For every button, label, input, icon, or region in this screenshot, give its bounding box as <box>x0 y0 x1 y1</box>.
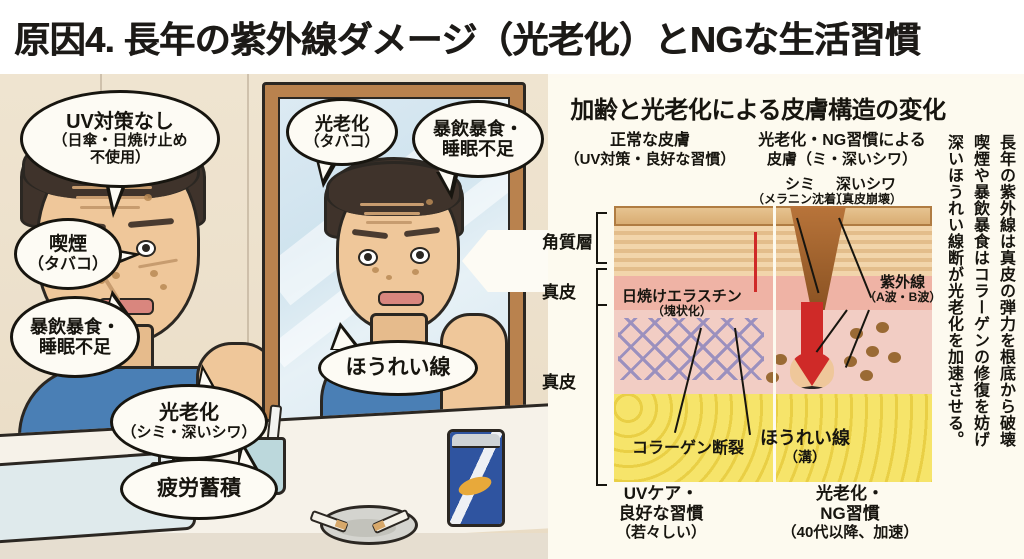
bubble-line: （タバコ） <box>304 132 380 150</box>
bubble-tail-fill <box>333 328 357 349</box>
bubble-line: 睡眠不足 <box>39 337 111 357</box>
info-panel: 加齢と光老化による皮膚構造の変化 正常な皮膚 （UV対策・良好な習慣） 光老化・… <box>542 78 1024 559</box>
column-head-normal-skin: 正常な皮膚 （UV対策・良好な習慣） <box>560 132 740 169</box>
bubble-line: 光老化 <box>315 113 369 134</box>
wall-seam <box>247 74 249 559</box>
side-label-kakushitsu-sou: 角質層 <box>542 233 593 252</box>
bottom-label-line3: （若々しい） <box>615 524 706 542</box>
bubble-line: 光老化 <box>159 402 219 425</box>
bottom-label-line2: NG習慣 <box>820 504 880 524</box>
bubble-line: 暴飲暴食・ <box>30 316 120 337</box>
energy-drink-can <box>447 429 505 527</box>
bubble-line: 睡眠不足 <box>442 139 514 159</box>
page-title: 原因4. 長年の紫外線ダメージ（光老化）とNGな生活習慣 <box>14 19 921 60</box>
bubble-kourouka-tabako: 光老化 （タバコ） <box>286 98 398 166</box>
column-head-photoaged-skin: 光老化・NG習慣による 皮膚（ミ・深いシワ） <box>738 132 946 169</box>
bubble-line: 不使用） <box>89 149 150 167</box>
label-line2: （溝） <box>784 448 826 465</box>
bubble-line: （日傘・日焼け止め <box>52 132 188 150</box>
thin-red-arrow <box>754 232 757 292</box>
bubble-kourouka-shimi: 光老化 （シミ・深いシワ） <box>110 384 268 460</box>
column-head-line2: 皮膚（ミ・深いシワ） <box>766 150 917 168</box>
bracket-shinpi-upper <box>596 268 607 306</box>
vertical-text-col1: 長年の紫外線は真皮の弾力を根底から破壊 <box>997 134 1014 448</box>
label-shigaisen: 紫外線 （A波・B波） <box>864 274 941 305</box>
label-line1: コラーゲン断裂 <box>632 440 745 457</box>
panel-divider <box>773 206 776 482</box>
bubble-uv-taisaku-nashi: UV対策なし （日傘・日焼け止め 不使用） <box>20 90 220 188</box>
side-label-shinpi-lower: 真皮 <box>542 373 576 392</box>
bottom-label-kourouka-ng: 光老化・ NG習慣 （40代以降、加速） <box>752 484 948 542</box>
label-line2: （真皮崩壊） <box>830 192 903 207</box>
label-line1: 日焼けエラスチン <box>622 288 742 305</box>
panel-heading: 加齢と光老化による皮膚構造の変化 <box>570 97 946 124</box>
bubble-line: 喫煙 <box>48 234 87 256</box>
bottom-label-line3: （40代以降、加速） <box>781 524 919 542</box>
bottom-label-line2: 良好な習慣 <box>618 504 704 524</box>
title-bar: 原因4. 長年の紫外線ダメージ（光老化）とNGな生活習慣 <box>0 0 1024 74</box>
bubble-line: （シミ・深いシワ） <box>121 423 257 441</box>
bracket-kakushitsu <box>596 212 607 264</box>
column-head-line2: （UV対策・良好な習慣） <box>564 150 736 168</box>
bubble-line: 暴飲暴食・ <box>433 118 523 139</box>
bubble-bouin-boushoku-left: 暴飲暴食・ 睡眠不足 <box>10 296 140 378</box>
label-collagen-danretsu: コラーゲン断裂 <box>632 440 744 458</box>
column-head-line1: 光老化・NG習慣による <box>758 132 926 149</box>
label-hiyake-elastin: 日焼けエラスチン （塊状化） <box>622 288 742 319</box>
bottom-label-line1: UVケア・ <box>623 484 699 503</box>
bubble-hirou-chikuseki: 疲労蓄積 <box>120 458 278 520</box>
bubble-line: 疲労蓄積 <box>157 477 241 501</box>
label-line2: （塊状化） <box>651 304 712 319</box>
red-down-arrow <box>790 302 834 389</box>
label-line1: 紫外線 <box>880 274 926 291</box>
label-hourei-sen-mizo: ほうれい線 （溝） <box>760 428 850 465</box>
side-label-shinpi-upper: 真皮 <box>542 283 576 302</box>
bubble-kitsuen: 喫煙 （タバコ） <box>14 218 122 290</box>
bracket-shinpi-lower <box>596 304 607 486</box>
bottom-label-line1: 光老化・ <box>816 484 884 503</box>
vertical-text-col3: 深いほうれい線断が光老化を加速させる。 <box>945 134 962 448</box>
counter-front <box>0 533 548 559</box>
label-line2: （メラニン沈着） <box>752 192 849 207</box>
bubble-bouin-boushoku-mirror: 暴飲暴食・ 睡眠不足 <box>412 100 544 178</box>
bubble-line: UV対策なし <box>66 111 174 133</box>
label-line1: 深いシワ <box>836 176 897 193</box>
label-line1: ほうれい線 <box>760 428 850 448</box>
vertical-text-col2: 喫煙や暴飲暴食はコラーゲンの修復を妨げ <box>971 134 988 448</box>
bubble-line: （タバコ） <box>27 255 108 273</box>
bubble-line: ほうれい線 <box>345 356 451 380</box>
label-fukai-shiwa: 深いシワ （真皮崩壊） <box>830 176 902 207</box>
column-head-line1: 正常な皮膚 <box>609 132 690 149</box>
label-shimi: シミ （メラニン沈着） <box>752 176 848 207</box>
bubble-hourei-sen: ほうれい線 <box>318 340 478 396</box>
bottom-label-uv-care: UVケア・ 良好な習慣 （若々しい） <box>576 484 746 542</box>
label-line2: （A波・B波） <box>864 290 942 305</box>
label-line1: シミ <box>785 176 816 193</box>
